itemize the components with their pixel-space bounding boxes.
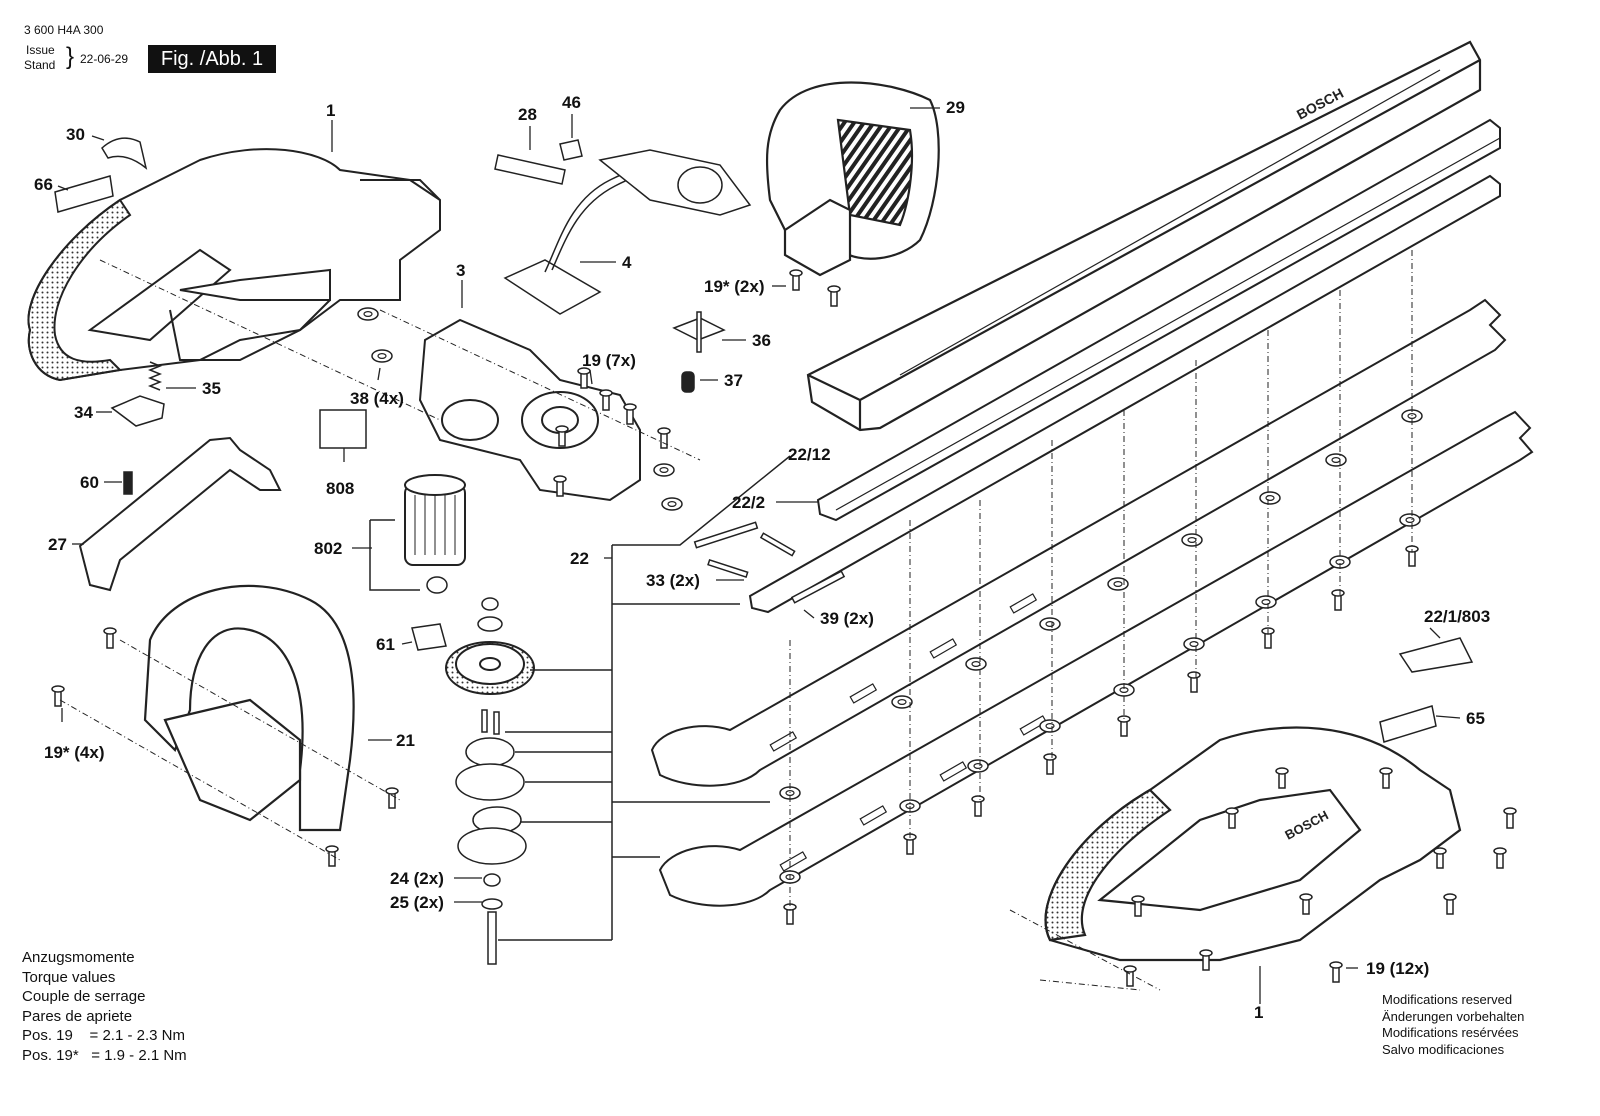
- cap-part-46: [559, 139, 583, 161]
- callout-36: 36: [752, 331, 771, 350]
- blade-cover-part-22-1-803: [1398, 637, 1474, 673]
- blade-cover-part-22-12: [806, 40, 1482, 432]
- bearing-part-61: [411, 623, 447, 651]
- bracket-802: [369, 519, 420, 591]
- callout-66: 66: [34, 175, 53, 194]
- callout-3: 3: [456, 261, 466, 280]
- callout-1-top: 1: [326, 101, 336, 120]
- label-part-66: [54, 175, 114, 213]
- torque-title-es: Pares de apriete: [22, 1007, 133, 1025]
- callout-808: 808: [326, 479, 355, 498]
- callout-39: 39 (2x): [820, 609, 874, 628]
- stand-label: Stand: [24, 58, 56, 72]
- callout-65: 65: [1466, 709, 1485, 728]
- gear-housing-part-3: [418, 318, 641, 502]
- callout-29: 29: [946, 98, 965, 117]
- figure-label: Fig. /Abb. 1: [148, 45, 276, 73]
- modifications-es: Salvo modificaciones: [1382, 1041, 1505, 1057]
- blade-dashed-axes: [789, 250, 1413, 910]
- issue-label: Issue: [26, 43, 55, 57]
- torque-title-en: Torque values: [22, 968, 116, 986]
- callout-34: 34: [74, 403, 93, 422]
- lever-part-27: [78, 436, 282, 592]
- callout-24: 24 (2x): [390, 869, 444, 888]
- gear-stack-parts: [455, 597, 527, 965]
- housing-left-part: [27, 148, 441, 382]
- spring-part-35: [147, 361, 163, 391]
- issue-date: 22-06-29: [80, 52, 129, 66]
- torque-pos-19star: Pos. 19* = 1.9 - 2.1 Nm: [22, 1046, 187, 1064]
- callout-22-2: 22/2: [732, 493, 766, 512]
- callout-28: 28: [518, 105, 537, 124]
- spindle-part-36: [672, 311, 726, 353]
- callout-25: 25 (2x): [390, 893, 444, 912]
- guide-rail-part-22: [748, 174, 1501, 614]
- callout-4: 4: [622, 253, 632, 272]
- modifications-note: Modifications reserved Änderungen vorbeh…: [1382, 992, 1524, 1058]
- callout-21: 21: [396, 731, 415, 750]
- label-part-808: [319, 409, 367, 449]
- blade-upper: [650, 298, 1507, 787]
- blade-lower: [658, 410, 1534, 907]
- callout-19star-4x: 19* (4x): [44, 743, 105, 762]
- modifications-de: Änderungen vorbehalten: [1382, 1008, 1525, 1024]
- callout-61: 61: [376, 635, 395, 654]
- switch-assembly-part-4: [503, 149, 752, 315]
- hand-guard-part-29: [765, 81, 940, 277]
- dash-dot-axes: [59, 259, 1161, 991]
- torque-pos-19: Pos. 19 = 2.1 - 2.3 Nm: [22, 1027, 185, 1044]
- callout-46: 46: [562, 93, 581, 112]
- callout-22-1-803: 22/1/803: [1424, 607, 1491, 626]
- fan-part: [426, 576, 448, 594]
- modifications-en: Modifications reserved: [1382, 992, 1513, 1007]
- torque-title-de: Anzugsmomente: [22, 949, 135, 966]
- callout-19-7x: 19 (7x): [582, 351, 636, 370]
- callout-19-12x: 19 (12x): [1366, 959, 1430, 978]
- doc-number: 3 600 H4A 300: [24, 23, 104, 37]
- callout-22-12: 22/12: [788, 445, 831, 464]
- label-part-65: [1379, 705, 1437, 743]
- leader-lines: [57, 107, 1461, 1004]
- callout-35: 35: [202, 379, 221, 398]
- callout-27: 27: [48, 535, 67, 554]
- blade-slots: [769, 593, 1048, 872]
- callout-802: 802: [314, 539, 343, 558]
- spring-part-37: [681, 371, 695, 393]
- callout-30: 30: [66, 125, 85, 144]
- pin-part-60: [123, 471, 133, 495]
- callout-37: 37: [724, 371, 743, 390]
- modifications-fr: Modifications resérvées: [1382, 1025, 1519, 1040]
- guide-rail-part-22-2: [816, 118, 1501, 522]
- pin-part-28: [494, 154, 566, 185]
- callout-1-bottom: 1: [1254, 1003, 1264, 1022]
- cap-part-30: [101, 137, 148, 170]
- callout-33: 33 (2x): [646, 571, 700, 590]
- brace: }: [66, 43, 75, 70]
- bracket-22: [498, 455, 791, 941]
- housing-right-part: BOSCH: [1044, 726, 1462, 962]
- rivets-33-39: [693, 521, 846, 604]
- callout-38: 38 (4x): [350, 389, 404, 408]
- slider-part-34: [110, 395, 165, 427]
- callout-22: 22: [570, 549, 589, 568]
- torque-title-fr: Couple de serrage: [22, 988, 146, 1005]
- gear-wheel-part: [445, 641, 535, 695]
- torque-values: Anzugsmomente Torque values Couple de se…: [22, 948, 187, 1065]
- callout-60: 60: [80, 473, 99, 492]
- front-handle-part-21: [143, 584, 355, 832]
- callout-19star-2x: 19* (2x): [704, 277, 765, 296]
- motor-part-802: [404, 474, 466, 566]
